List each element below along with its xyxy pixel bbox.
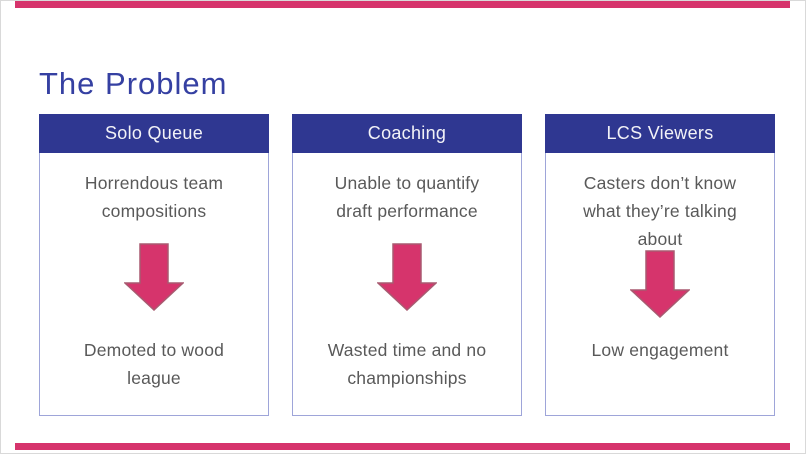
card-header: LCS Viewers xyxy=(545,114,775,153)
card-body: Unable to quantify draft performance Was… xyxy=(292,153,522,416)
cause-text: Horrendous team compositions xyxy=(84,173,224,221)
cause-text: Unable to quantify draft performance xyxy=(334,173,480,221)
down-arrow-icon xyxy=(630,250,690,318)
bottom-accent-bar xyxy=(15,443,790,450)
problem-columns: Solo Queue Horrendous team compositions … xyxy=(39,114,776,416)
card-body: Horrendous team compositions Demoted to … xyxy=(39,153,269,416)
effect-text: Wasted time and no championships xyxy=(327,340,487,388)
card-coaching: Coaching Unable to quantify draft perfor… xyxy=(292,114,522,416)
card-header: Solo Queue xyxy=(39,114,269,153)
card-body: Casters don’t know what they’re talking … xyxy=(545,153,775,416)
page-title: The Problem xyxy=(39,65,228,101)
down-arrow-icon xyxy=(124,243,184,311)
effect-text: Demoted to wood league xyxy=(83,340,225,388)
cause-text: Casters don’t know what they’re talking … xyxy=(583,173,737,249)
top-accent-bar xyxy=(15,1,790,8)
card-header: Coaching xyxy=(292,114,522,153)
card-solo-queue: Solo Queue Horrendous team compositions … xyxy=(39,114,269,416)
effect-text: Low engagement xyxy=(591,340,729,360)
down-arrow-icon xyxy=(377,243,437,311)
card-lcs-viewers: LCS Viewers Casters don’t know what they… xyxy=(545,114,775,416)
